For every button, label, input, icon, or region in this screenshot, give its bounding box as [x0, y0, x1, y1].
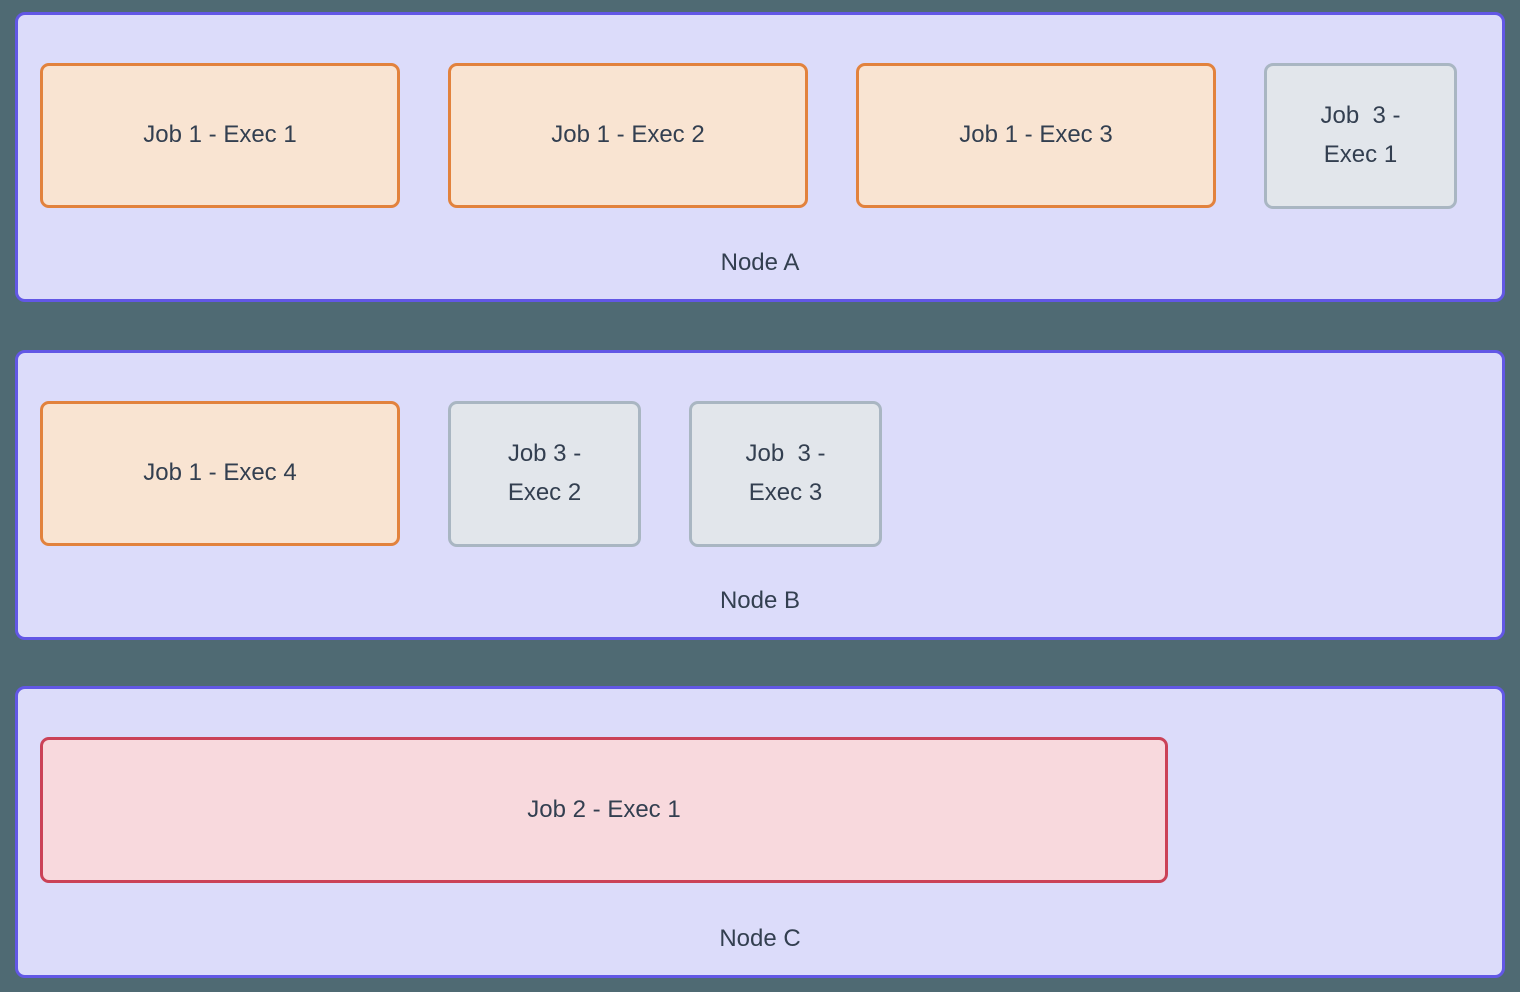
- node-a-container: Job 1 - Exec 1 Job 1 - Exec 2 Job 1 - Ex…: [15, 12, 1505, 302]
- node-c-jobs-row: Job 2 - Exec 1: [40, 737, 1480, 883]
- job3-exec1-box: Job 3 - Exec 1: [1264, 63, 1457, 209]
- node-c-container: Job 2 - Exec 1 Node C: [15, 686, 1505, 978]
- node-a-label: Node A: [720, 249, 800, 276]
- job3-exec3-box: Job 3 - Exec 3: [689, 401, 882, 547]
- job1-exec2-box: Job 1 - Exec 2: [448, 63, 808, 208]
- job1-exec1-box: Job 1 - Exec 1: [40, 63, 400, 208]
- job1-exec3-box: Job 1 - Exec 3: [856, 63, 1216, 208]
- node-b-jobs-row: Job 1 - Exec 4 Job 3 - Exec 2 Job 3 - Ex…: [40, 401, 1480, 547]
- node-c-label: Node C: [719, 925, 801, 952]
- job1-exec4-box: Job 1 - Exec 4: [40, 401, 400, 546]
- job3-exec2-box: Job 3 - Exec 2: [448, 401, 641, 547]
- node-a-jobs-row: Job 1 - Exec 1 Job 1 - Exec 2 Job 1 - Ex…: [40, 63, 1480, 209]
- node-b-label: Node B: [719, 587, 801, 614]
- job2-exec1-box: Job 2 - Exec 1: [40, 737, 1168, 883]
- node-b-container: Job 1 - Exec 4 Job 3 - Exec 2 Job 3 - Ex…: [15, 350, 1505, 640]
